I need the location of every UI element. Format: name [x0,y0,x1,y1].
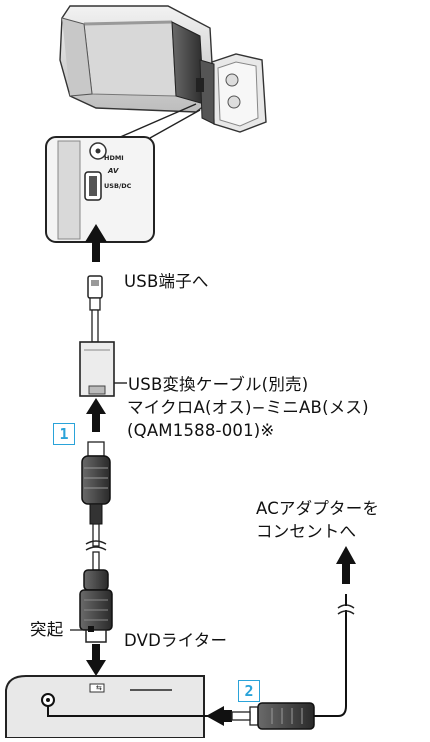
arrow-up-icon [85,224,107,262]
port-hdmi-label: HDMI [104,154,124,162]
dvd-writer-icon: ⇆ [5,675,205,739]
port-usb-dc-label: USB/DC [104,182,132,190]
cable-description-line2: マイクロA(オス)−ミニAB(メス) [127,398,369,417]
step-2-badge: 2 [238,680,260,702]
arrow-down-icon [86,644,106,676]
dc-cable [47,594,355,730]
ac-adapter-label-line2: コンセントへ [256,522,357,541]
arrow-up-icon-2 [86,398,106,432]
svg-text:⇆: ⇆ [96,684,102,692]
ac-adapter-label-line1: ACアダプターを [256,499,380,518]
arrow-up-icon-3 [336,546,356,584]
terminal-closeup: HDMI AV USB/DC [45,136,155,243]
mini-usb-plug-icon [79,441,113,643]
usb-cable-icon [79,275,127,397]
dvd-writer-label: DVDライター [124,631,228,650]
cable-description-line1: USB変換ケーブル(別売) [128,375,309,394]
camcorder-icon [59,5,267,133]
callout-lines [117,103,201,139]
protrusion-label: 突起 [30,620,64,639]
usb-terminal-label: USB端子へ [124,272,209,291]
step-1-badge: 1 [53,423,75,445]
ac-plug-icon [231,711,251,721]
port-av-label: AV [107,167,119,175]
cable-description-line3: (QAM1588-001)※ [127,421,275,440]
